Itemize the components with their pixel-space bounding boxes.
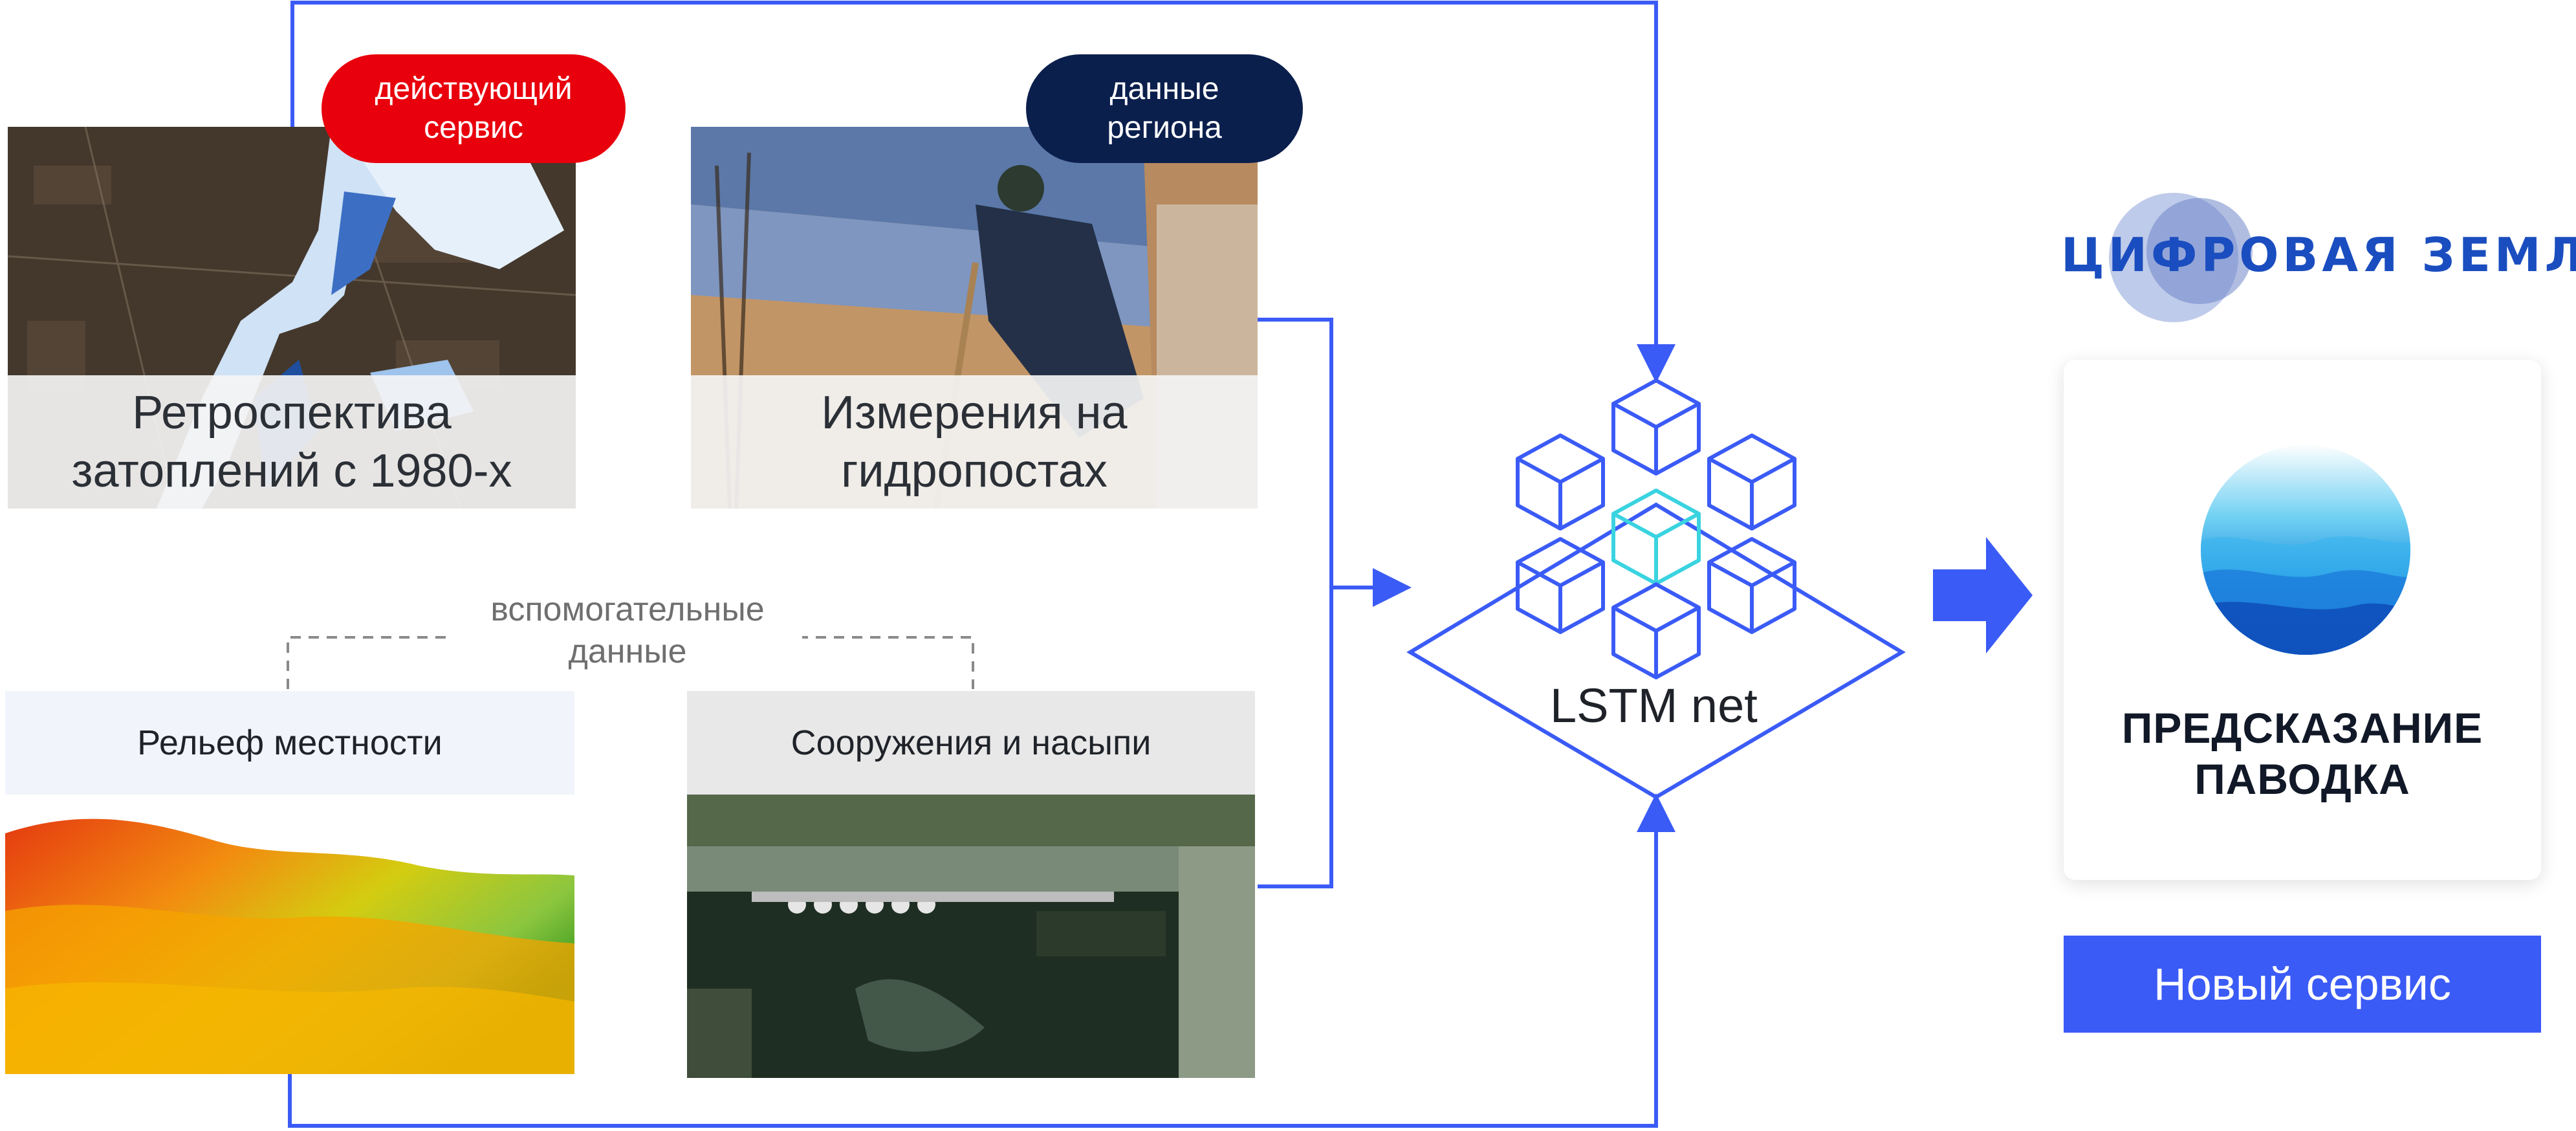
aux-dashed-bracket bbox=[287, 636, 974, 689]
water-sphere-icon bbox=[2201, 445, 2410, 655]
cube-icon bbox=[1707, 537, 1796, 634]
structures-image bbox=[687, 795, 1255, 1078]
cube-icon bbox=[1611, 582, 1701, 679]
cube-icon bbox=[1611, 379, 1701, 476]
bracket-gauges bbox=[1258, 318, 1333, 888]
brand-name: ЦИФРОВАЯ ЗЕМЛЯ bbox=[2061, 228, 2576, 282]
cube-icon bbox=[1707, 434, 1796, 531]
brand-logo-circles bbox=[2109, 193, 2253, 322]
lstm-diamond bbox=[1406, 502, 1906, 800]
cube-cluster bbox=[1516, 379, 1796, 679]
terrain-relief-header: Рельеф местности bbox=[5, 691, 574, 795]
bottom-input-line bbox=[288, 793, 1675, 1128]
arrow-right-icon bbox=[1933, 537, 2033, 653]
terrain-relief-image bbox=[5, 795, 574, 1074]
new-service-button[interactable]: Новый сервис bbox=[2064, 936, 2541, 1033]
cube-icon bbox=[1516, 434, 1605, 531]
lstm-net-label: LSTM net bbox=[1550, 679, 1758, 732]
top-feedback-line bbox=[290, 1, 1675, 383]
structures-header: Сооружения и насыпи bbox=[687, 691, 1255, 795]
cube-icon bbox=[1516, 537, 1605, 634]
